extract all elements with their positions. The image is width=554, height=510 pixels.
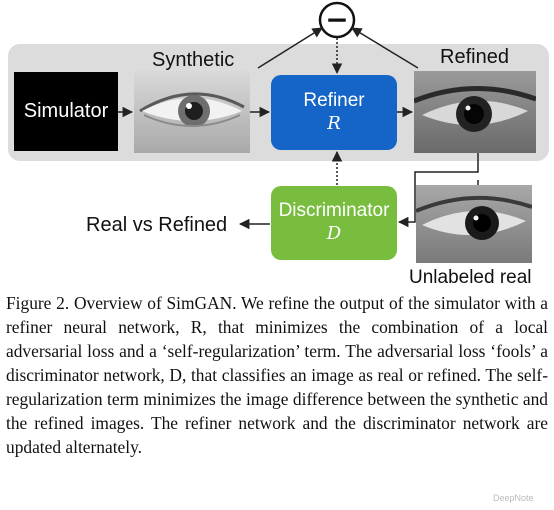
real-vs-refined-label: Real vs Refined (86, 214, 228, 236)
synthetic-label: Synthetic (152, 49, 235, 71)
diagram-arrows: − (118, 1, 479, 230)
unlabeled-real-eye-image (416, 185, 532, 263)
refined-label: Refined (440, 46, 509, 68)
watermark: DeepNote (493, 493, 534, 503)
unlabeled-real-label: Unlabeled real (409, 267, 532, 288)
discriminator-box: Discriminator D (271, 186, 397, 260)
arrow-refined-to-minus (351, 27, 419, 69)
synthetic-eye-image (134, 71, 250, 153)
simulator-box: Simulator (14, 72, 118, 151)
refined-eye-image (414, 71, 536, 153)
discriminator-symbol: D (326, 223, 342, 244)
refiner-box: Refiner R (271, 75, 397, 150)
arrow-refined-to-discriminator (397, 153, 479, 228)
arrow-synthetic-to-minus (257, 27, 323, 69)
discriminator-label: Discriminator (278, 200, 390, 221)
refiner-label: Refiner (303, 89, 365, 111)
figure-caption: Figure 2. Overview of SimGAN. We refine … (6, 293, 548, 457)
refiner-symbol: R (327, 112, 341, 134)
minus-symbol: − (325, 3, 348, 36)
difference-node: − (318, 1, 356, 39)
simgan-diagram: Synthetic Refined Simulator (8, 1, 549, 288)
